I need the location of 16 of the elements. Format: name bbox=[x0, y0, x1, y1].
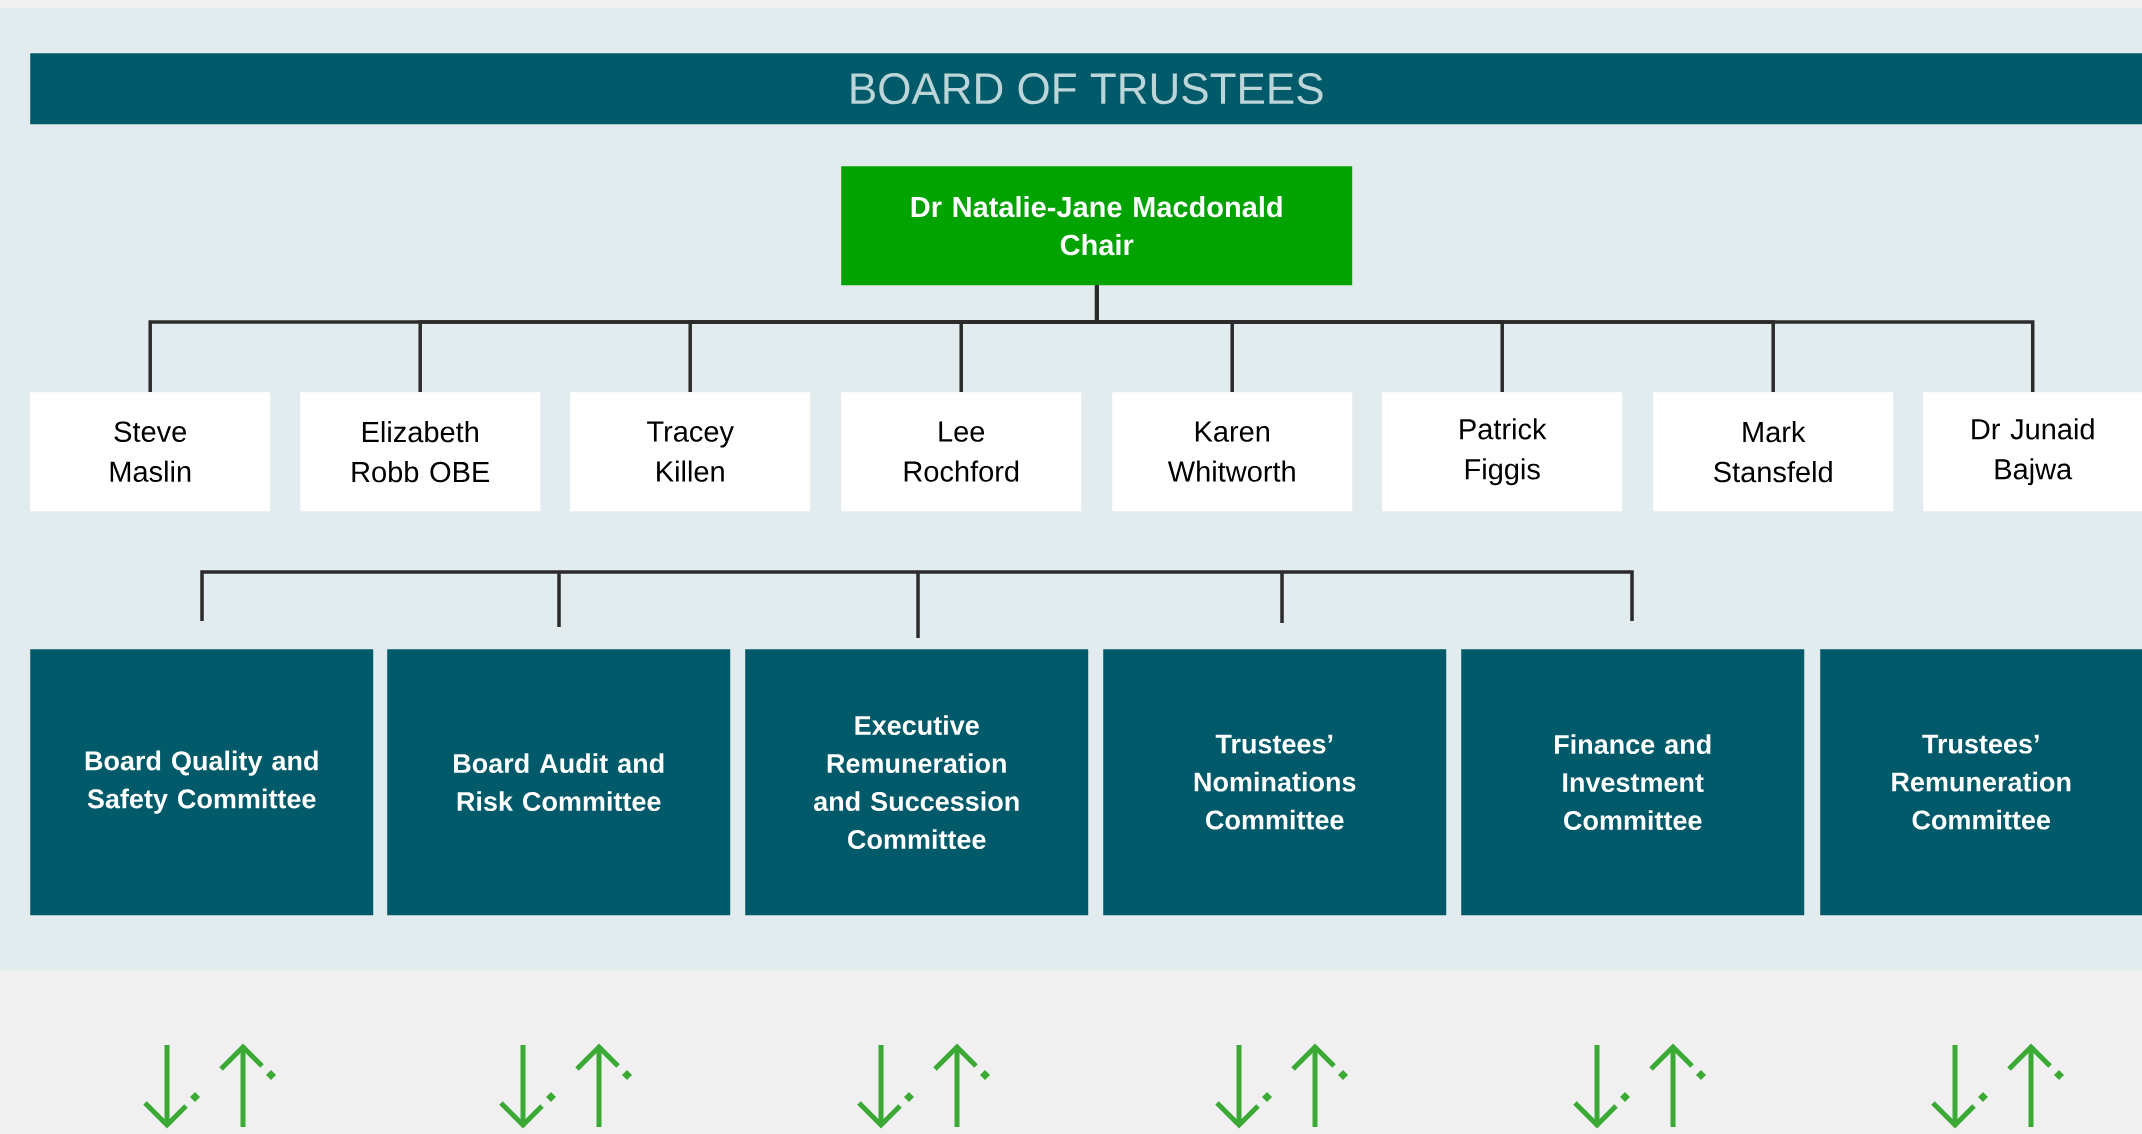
committee-box: Board Audit and Risk Committee bbox=[387, 649, 731, 916]
title-banner: BOARD OF TRUSTEES bbox=[30, 53, 2142, 125]
trustee-box: Dr Junaid Bajwa bbox=[1923, 392, 2142, 512]
trustee-box: Patrick Figgis bbox=[1382, 392, 1623, 512]
chair-box: Dr Natalie-Jane Macdonald Chair bbox=[841, 166, 1353, 286]
trustee-box: Mark Stansfeld bbox=[1653, 392, 1894, 512]
trustee-box: Steve Maslin bbox=[30, 392, 271, 512]
committee-box: Finance and Investment Committee bbox=[1461, 649, 1805, 916]
committee-box: Trustees’ Nominations Committee bbox=[1103, 649, 1447, 916]
trustee-box: Tracey Killen bbox=[570, 392, 811, 512]
committee-box: Executive Remuneration and Succession Committee bbox=[745, 649, 1089, 916]
trustee-box: Lee Rochford bbox=[841, 392, 1082, 512]
trustee-box: Elizabeth Robb OBE bbox=[300, 392, 541, 512]
committee-box: Trustees’ Remuneration Committee bbox=[1820, 649, 2142, 916]
committee-box: Board Quality and Safety Committee bbox=[30, 649, 374, 916]
trustee-box: Karen Whitworth bbox=[1112, 392, 1353, 512]
